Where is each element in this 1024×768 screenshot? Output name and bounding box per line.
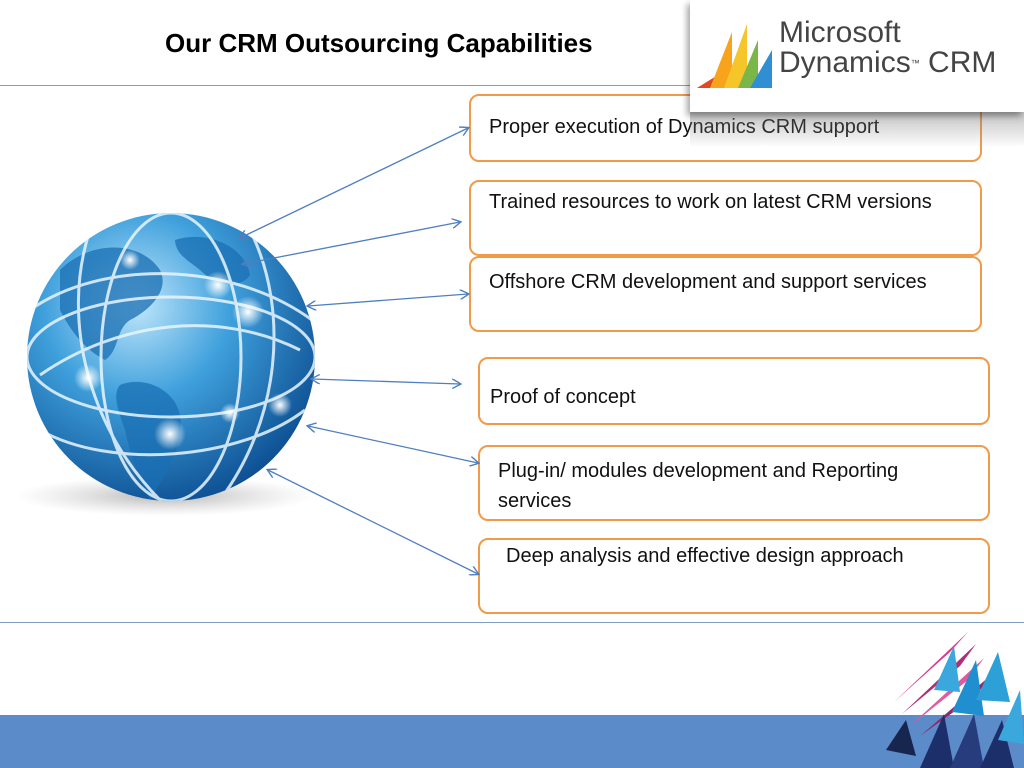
globe-icon xyxy=(15,213,315,516)
capability-text-6: Deep analysis and effective design appro… xyxy=(506,545,904,567)
logo-line-microsoft: Microsoft xyxy=(779,16,901,49)
triangle-pattern-icon xyxy=(886,632,1024,768)
capability-box-3: Offshore CRM development and support ser… xyxy=(469,256,982,332)
capability-box-4: Proof of concept xyxy=(478,357,990,425)
logo-crm-word: CRM xyxy=(928,46,997,79)
footer-band xyxy=(0,715,1024,768)
logo-dynamics-word: Dynamics xyxy=(779,46,911,79)
capability-text-4: Proof of concept xyxy=(490,386,636,408)
logo-shadow xyxy=(690,112,1024,146)
logo-line-dynamics: Dynamics™ CRM xyxy=(779,48,996,78)
microsoft-dynamics-logo: Microsoft Dynamics™ CRM xyxy=(690,0,1024,112)
capability-text-3: Offshore CRM development and support ser… xyxy=(489,271,927,293)
capability-text-1: Proper execution of Dynamics CRM support xyxy=(489,116,880,138)
capability-box-5: Plug-in/ modules development and Reporti… xyxy=(478,445,990,521)
microsoft-dynamics-logo-icon xyxy=(697,24,772,88)
capability-text-2: Trained resources to work on latest CRM … xyxy=(489,191,932,213)
slide-title: Our CRM Outsourcing Capabilities xyxy=(165,28,593,58)
bottom-divider xyxy=(0,622,1024,623)
top-divider xyxy=(0,85,1024,86)
capability-box-6: Deep analysis and effective design appro… xyxy=(478,538,990,614)
capability-text-5: Plug-in/ modules development and Reporti… xyxy=(498,460,899,512)
logo-trademark: ™ xyxy=(910,58,920,68)
capability-box-2: Trained resources to work on latest CRM … xyxy=(469,180,982,256)
